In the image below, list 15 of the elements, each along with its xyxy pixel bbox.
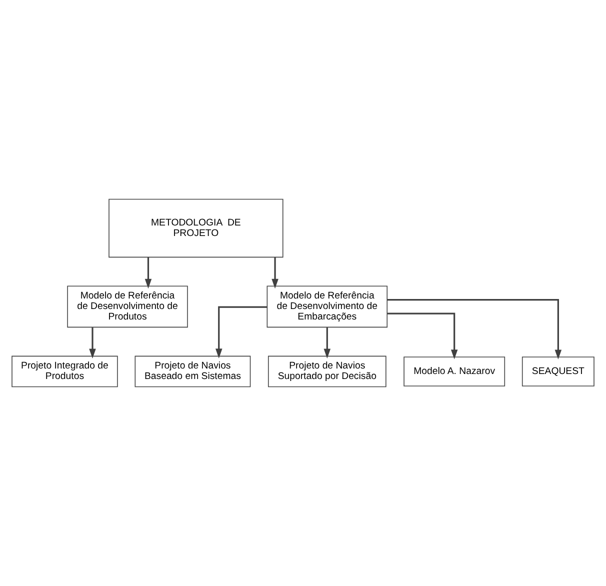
arrow <box>272 257 278 289</box>
node-box: Projeto de Navios Baseado em Sistemas <box>134 356 251 388</box>
arrow <box>324 328 331 358</box>
node-box: SEAQUEST <box>522 356 594 386</box>
node-box: METODOLOGIA DE PROJETO <box>108 198 284 258</box>
arrow <box>216 306 267 358</box>
node-box: Projeto Integrado de Produtos <box>12 356 118 388</box>
arrow <box>387 299 562 360</box>
node-box: Modelo de Referência de Desenvolvimento de Produtos <box>67 286 188 328</box>
node-box: Modelo A. Nazarov <box>404 356 506 386</box>
node-box: Modelo de Referência de Desenvolvimento de Embarcações <box>266 286 388 328</box>
arrow <box>387 312 458 360</box>
arrow <box>144 257 152 289</box>
node-box: Projeto de Navios Suportado por Decisão <box>268 356 386 388</box>
arrow <box>89 328 96 358</box>
